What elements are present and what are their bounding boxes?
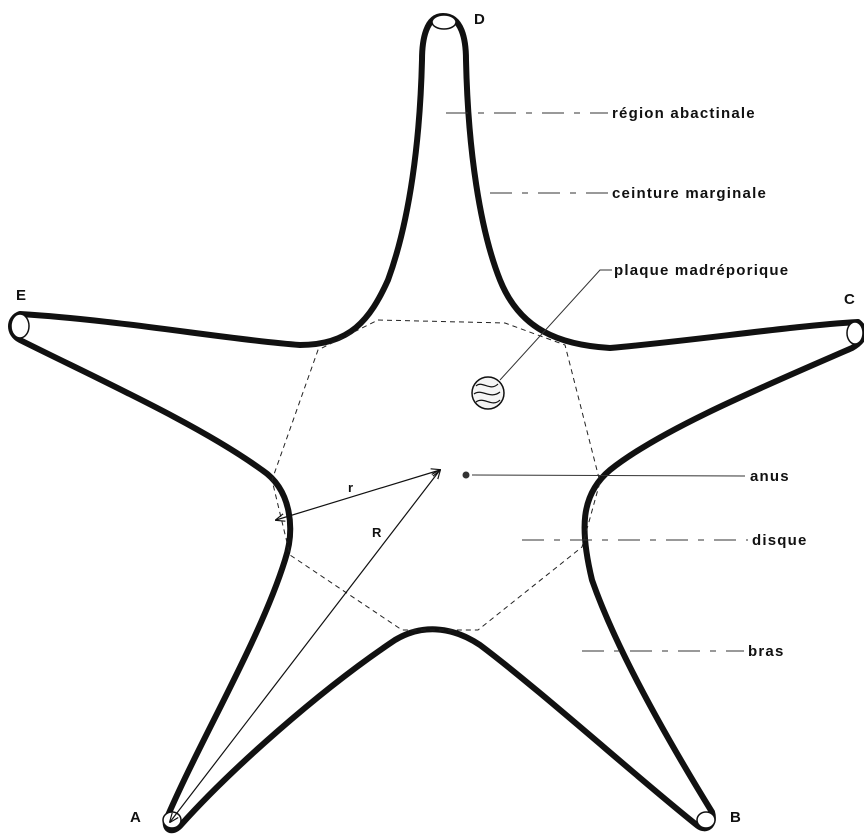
vertex-b: B	[730, 809, 741, 826]
arm-tip-e	[11, 314, 29, 338]
label-disque: disque	[752, 532, 808, 549]
vertex-d: D	[474, 11, 485, 28]
arm-tip-c	[847, 322, 863, 344]
starfish-body	[11, 16, 864, 830]
vertex-c: C	[844, 291, 855, 308]
anus-dot	[463, 472, 470, 479]
label-plaque-madreporique: plaque madréporique	[614, 262, 789, 279]
madreporite	[472, 377, 504, 409]
label-bras: bras	[748, 643, 785, 660]
arm-tip-d	[432, 15, 456, 29]
label-anus: anus	[750, 468, 790, 485]
label-small-radius: r	[348, 480, 353, 495]
label-large-radius: R	[372, 525, 382, 540]
label-region-abactinale: région abactinale	[612, 105, 756, 122]
vertex-a: A	[130, 809, 141, 826]
arm-tip-b	[697, 812, 715, 828]
label-ceinture-marginale: ceinture marginale	[612, 185, 767, 202]
vertex-e: E	[16, 287, 26, 304]
